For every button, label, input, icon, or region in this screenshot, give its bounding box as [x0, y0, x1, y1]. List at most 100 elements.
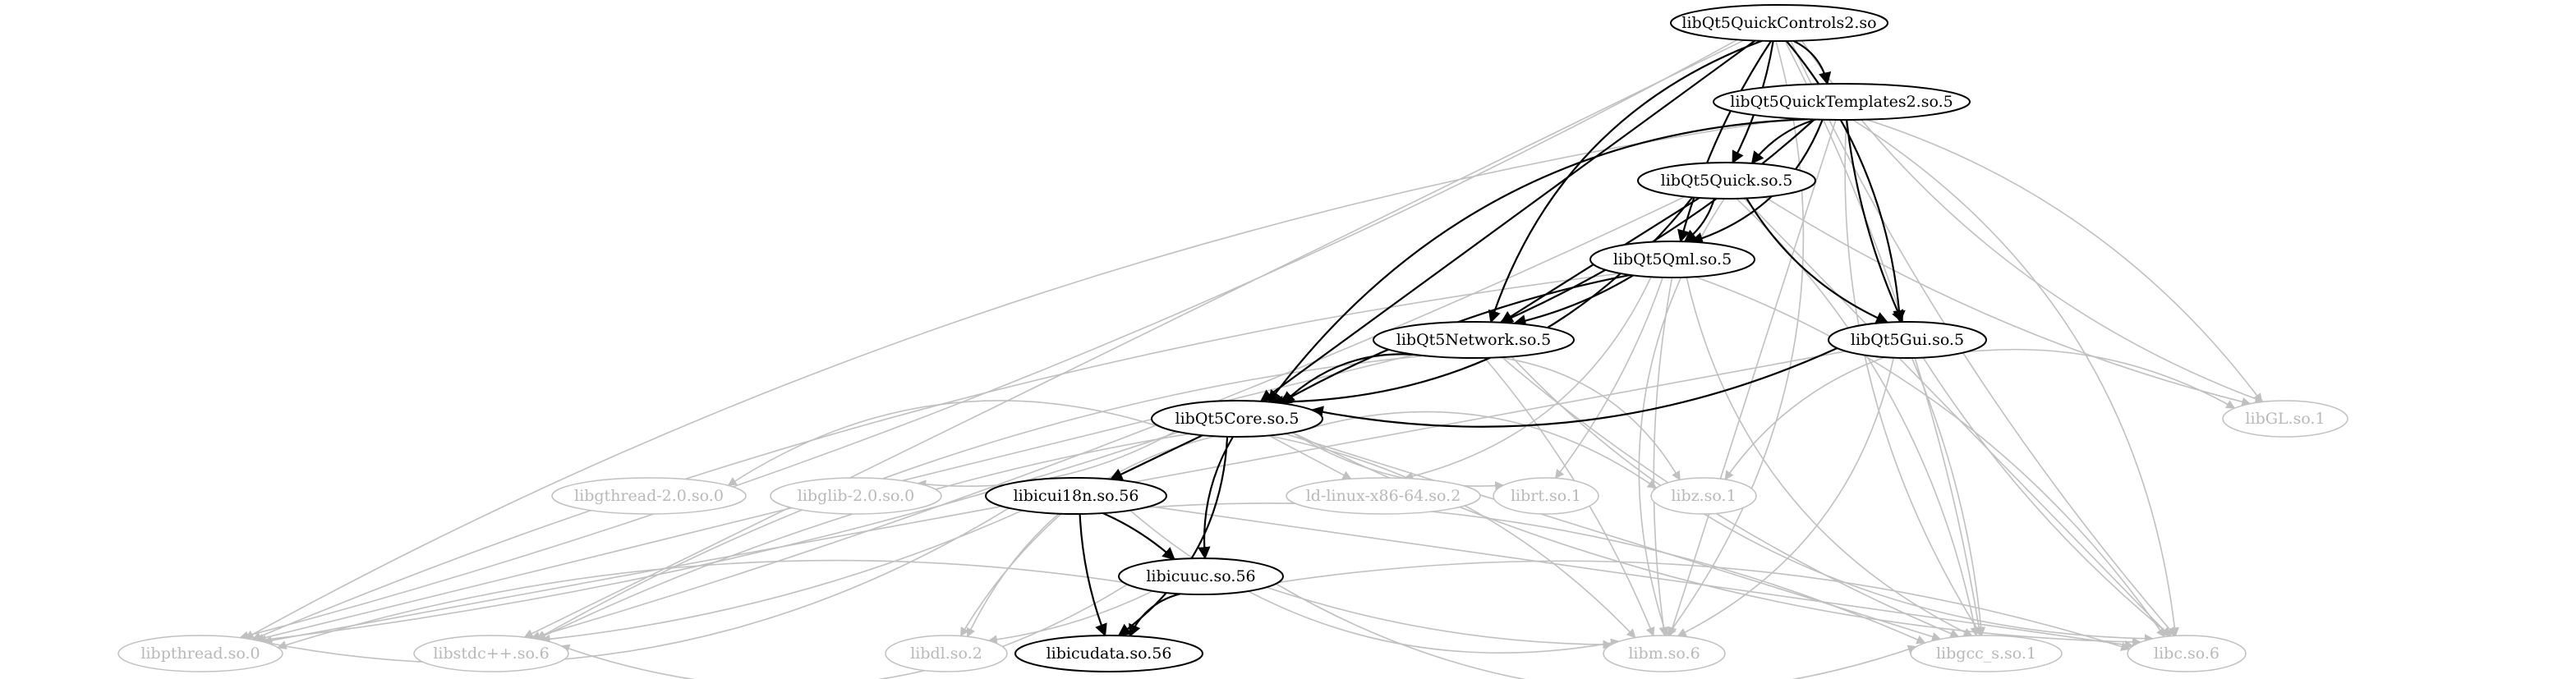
node-templates2-label: libQt5QuickTemplates2.so.5: [1730, 93, 1953, 111]
edge-gui-to-libz: [1724, 356, 1885, 480]
edge-network-to-core: [1281, 353, 1427, 405]
node-libz[interactable]: libz.so.1: [1650, 477, 1757, 515]
edge-gui-to-core: [1310, 346, 1838, 428]
edge-network-to-libz: [1499, 356, 1681, 481]
node-icuuc-label: libicuuc.so.56: [1146, 567, 1255, 585]
edge-gui-to-libc: [1922, 357, 2172, 637]
edge-core-to-stdcpp: [536, 433, 1190, 640]
edge-quick-to-stdcpp: [530, 195, 1686, 640]
node-gl-ellipse: [2222, 400, 2348, 438]
edge-core-to-libz: [1304, 411, 1658, 489]
edge-qml-to-libc: [1695, 276, 2165, 638]
edge-icui18n-to-libgcc: [1144, 502, 1926, 645]
edge-core-to-libgcc: [1284, 433, 1942, 641]
edge-core-to-icudata: [1117, 436, 1229, 636]
node-gui-label: libQt5Gui.so.5: [1851, 331, 1964, 349]
edge-icuuc-to-libm: [1266, 586, 1612, 649]
node-libc-label: libc.so.6: [2154, 645, 2220, 663]
node-icuuc-ellipse: [1118, 557, 1284, 595]
node-ld[interactable]: ld-linux-x86-64.so.2: [1286, 477, 1481, 515]
edge-templates2-to-libm: [1668, 119, 1837, 637]
node-gl[interactable]: libGL.so.1: [2222, 400, 2348, 438]
edge-icuuc-to-libdl: [987, 590, 1153, 645]
edge-qml-to-pthread: [251, 273, 1621, 641]
node-gui-ellipse: [1828, 321, 1987, 359]
node-qml-label: libQt5Qml.so.5: [1613, 250, 1732, 268]
edge-icui18n-to-icudata: [1079, 513, 1107, 637]
node-icuuc[interactable]: libicuuc.so.56: [1118, 557, 1284, 595]
edge-controls2-to-templates2: [1792, 39, 1832, 85]
node-gl-label: libGL.so.1: [2245, 410, 2325, 428]
edge-icuuc-to-icudata: [1129, 593, 1180, 638]
node-network[interactable]: libQt5Network.so.5: [1373, 321, 1575, 359]
node-stdcpp[interactable]: libstdc++.so.6: [413, 635, 569, 672]
node-pthread-ellipse: [117, 635, 283, 672]
edge-qml-to-network: [1513, 274, 1634, 328]
node-icui18n-ellipse: [985, 477, 1167, 515]
node-libdl-label: libdl.so.2: [910, 645, 982, 663]
edge-core-to-gthread: [727, 400, 1165, 486]
node-gthread-ellipse: [551, 477, 747, 515]
system-edges-layer: [239, 39, 2265, 679]
node-libgcc[interactable]: libgcc_s.so.1: [1910, 635, 2063, 672]
node-stdcpp-ellipse: [413, 635, 569, 672]
node-librt-label: librt.so.1: [1511, 487, 1581, 505]
node-gthread[interactable]: libgthread-2.0.so.0: [551, 477, 747, 515]
node-core[interactable]: libQt5Core.so.5: [1151, 400, 1323, 438]
node-quick-ellipse: [1637, 162, 1816, 200]
node-icui18n[interactable]: libicui18n.so.56: [985, 477, 1167, 515]
node-icudata-ellipse: [1014, 635, 1203, 672]
edge-templates2-to-network: [1499, 118, 1815, 324]
edge-controls2-to-stdcpp: [523, 39, 1745, 638]
node-pthread[interactable]: libpthread.so.0: [117, 635, 283, 672]
edge-templates2-to-pthread: [244, 117, 1792, 640]
edge-templates2-to-gui: [1846, 119, 1904, 323]
edge-templates2-to-gl: [1865, 118, 2263, 403]
node-libm-ellipse: [1603, 635, 1726, 672]
node-network-ellipse: [1373, 321, 1575, 359]
node-controls2-ellipse: [1670, 4, 1888, 42]
edge-core-to-libm: [1267, 434, 1636, 639]
edge-qml-to-ld: [1404, 276, 1652, 481]
edge-quick-to-core: [1269, 196, 1694, 409]
node-glib[interactable]: libglib-2.0.so.0: [770, 477, 942, 515]
node-qml[interactable]: libQt5Qml.so.5: [1589, 241, 1755, 278]
node-libz-ellipse: [1650, 477, 1757, 515]
node-templates2[interactable]: libQt5QuickTemplates2.so.5: [1713, 83, 1971, 121]
edge-qml-to-libm: [1653, 277, 1673, 637]
edge-controls2-to-gui: [1786, 40, 1906, 323]
node-librt[interactable]: librt.so.1: [1493, 477, 1599, 515]
edge-templates2-to-libc: [1852, 119, 2179, 637]
edge-network-to-libc: [1511, 356, 2155, 644]
node-gui[interactable]: libQt5Gui.so.5: [1828, 321, 1987, 359]
edge-icuuc-to-stdcpp: [560, 584, 1128, 679]
edge-qml-to-librt: [1554, 277, 1664, 479]
node-libm[interactable]: libm.so.6: [1603, 635, 1726, 672]
edge-quick-to-libgcc: [1736, 198, 1980, 637]
edge-icui18n-to-libdl: [959, 513, 1062, 637]
edge-controls2-to-libm: [1667, 40, 1805, 636]
edge-core-to-glib: [916, 430, 1176, 489]
node-gthread-label: libgthread-2.0.so.0: [574, 487, 724, 505]
node-templates2-ellipse: [1713, 83, 1971, 121]
node-glib-label: libglib-2.0.so.0: [798, 487, 914, 505]
node-icudata-label: libicudata.so.56: [1046, 645, 1172, 663]
node-libdl[interactable]: libdl.so.2: [885, 635, 1008, 672]
edge-quick-to-gl: [1764, 196, 2252, 406]
node-core-label: libQt5Core.so.5: [1175, 410, 1300, 428]
node-libc[interactable]: libc.so.6: [2127, 635, 2247, 672]
edge-icuuc-to-libgcc: [1275, 583, 1917, 679]
node-controls2[interactable]: libQt5QuickControls2.so: [1670, 4, 1888, 42]
edge-qml-to-libgcc: [1686, 277, 1973, 637]
edge-controls2-to-qml: [1677, 40, 1773, 243]
node-icudata[interactable]: libicudata.so.56: [1014, 635, 1203, 672]
edge-gui-to-gl: [1965, 348, 2236, 409]
node-quick[interactable]: libQt5Quick.so.5: [1637, 162, 1816, 200]
node-libdl-ellipse: [885, 635, 1008, 672]
edge-gui-to-libgcc: [1911, 357, 1986, 637]
node-librt-ellipse: [1493, 477, 1599, 515]
node-libm-label: libm.so.6: [1628, 645, 1700, 663]
edge-icui18n-to-stdcpp: [540, 509, 1023, 644]
node-qml-ellipse: [1589, 241, 1755, 278]
